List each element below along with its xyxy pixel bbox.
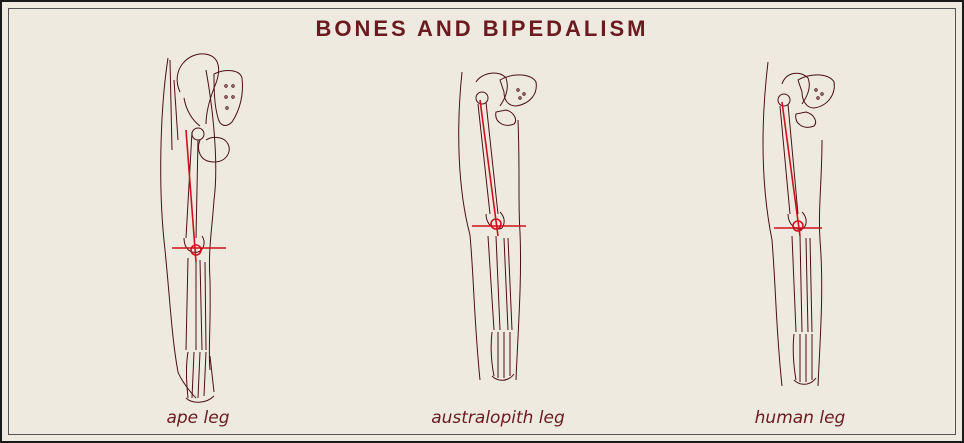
human-leg-drawing (763, 62, 834, 386)
ape-leg-drawing (161, 54, 243, 402)
caption-ape-leg: ape leg (78, 408, 318, 428)
caption-australopith-leg: australopith leg (378, 408, 618, 428)
australopith-leg-drawing (459, 72, 537, 380)
caption-human-leg: human leg (680, 408, 920, 428)
